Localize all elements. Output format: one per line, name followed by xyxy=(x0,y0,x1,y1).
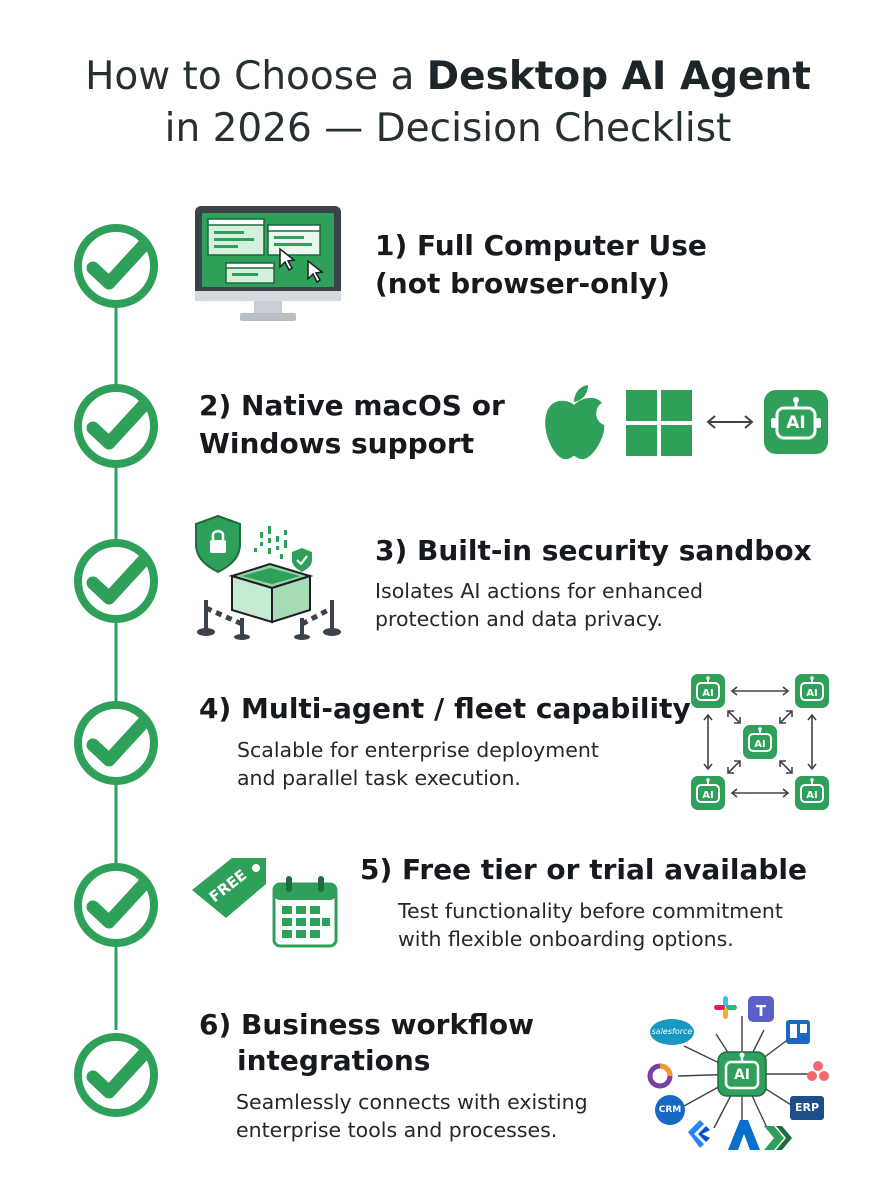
computer-monitor-icon xyxy=(195,206,341,321)
apple-logo-icon xyxy=(545,385,605,460)
free-price-tag-icon: FREE xyxy=(190,852,272,924)
item-5-title: 5) Free tier or trial available xyxy=(360,853,808,886)
item-6-description-line-1: Seamlessly connects with existing xyxy=(236,1090,588,1114)
item-3-description-line-2: protection and data privacy. xyxy=(375,607,663,631)
item-3-title: 3) Built-in security sandbox xyxy=(375,534,812,567)
check-circle-icon-6 xyxy=(74,1033,158,1117)
page-title-bold: Desktop AI Agent xyxy=(426,54,811,99)
calendar-icon xyxy=(272,876,338,948)
salesforce-logo-icon: salesforce xyxy=(651,1027,693,1036)
item-3-description-line-1: Isolates AI actions for enhanced xyxy=(375,579,704,603)
check-circle-icon-3 xyxy=(74,539,158,623)
item-4-description-line-2: and parallel task execution. xyxy=(237,766,521,790)
check-circle-icon-4 xyxy=(74,701,158,785)
page-title-line-1: How to Choose a Desktop AI Agent xyxy=(85,54,811,99)
page-title-line-2: in 2026 — Decision Checklist xyxy=(164,106,732,151)
bidirectional-arrow-icon xyxy=(706,415,754,429)
ai-agent-badge-icon: AI xyxy=(764,390,828,454)
item-6-description-line-2: enterprise tools and processes. xyxy=(236,1118,558,1142)
item-1-title-line-2: (not browser-only) xyxy=(375,267,670,300)
item-4-title: 4) Multi-agent / fleet capability xyxy=(199,692,691,725)
item-6-title-line-1: 6) Business workflow xyxy=(199,1008,534,1041)
item-1-title-line-1: 1) Full Computer Use xyxy=(375,229,707,262)
check-circle-icon-2 xyxy=(74,384,158,468)
check-circle-icon-1 xyxy=(74,224,158,308)
svg-text:T: T xyxy=(756,1002,767,1020)
integrations-hub-ai-label: AI xyxy=(733,1067,751,1083)
integrations-hub-diagram: T AI salesforce CRM ERP xyxy=(647,994,840,1154)
item-2-title-line-2: Windows support xyxy=(199,427,475,460)
security-sandbox-icon xyxy=(195,514,341,640)
multi-agent-fleet-diagram-icon: AI xyxy=(690,673,830,811)
item-5-description-line-1: Test functionality before commitment xyxy=(398,899,783,923)
check-circle-icon-5 xyxy=(74,863,158,947)
erp-logo-icon: ERP xyxy=(794,1101,820,1114)
item-2-title-line-1: 2) Native macOS or xyxy=(199,389,505,422)
crm-logo-icon: CRM xyxy=(658,1105,682,1115)
item-6-title-line-2: integrations xyxy=(237,1044,431,1077)
item-5-description-line-2: with flexible onboarding options. xyxy=(398,927,734,951)
windows-logo-icon xyxy=(626,390,692,456)
item-4-description-line-1: Scalable for enterprise deployment xyxy=(237,738,599,762)
